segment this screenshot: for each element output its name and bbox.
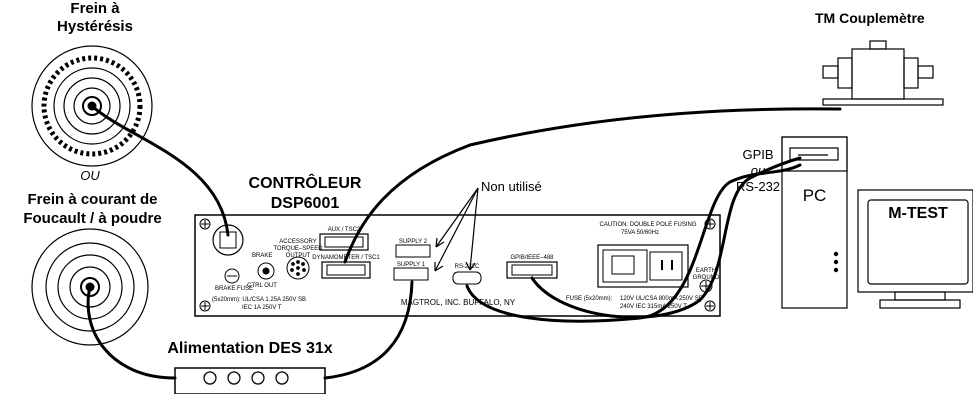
hysteresis-brake-title-line1: Frein à [70, 0, 120, 17]
panel-accessory-label-1: ACCESSORY [279, 239, 317, 245]
controller-title: CONTRÔLEUR DSP6001 [240, 174, 370, 214]
panel-gpib-label: GPIB/IEEE–488 [510, 255, 554, 261]
panel-supply2-label: SUPPLY 2 [399, 239, 428, 245]
torque-meter-drawing [822, 40, 944, 106]
pc-tower-drawing [781, 136, 848, 309]
power-supply-box [174, 367, 326, 394]
eddy-current-brake-drawing [31, 228, 149, 346]
mtest-label: M-TEST [888, 205, 948, 222]
panel-fuse-right-1: 120V UL/CSA 800mA 250V SB [620, 296, 703, 302]
torque-meter-cable [343, 107, 842, 264]
pc-interface-labels: GPIB ou RS-232 [734, 147, 782, 195]
panel-fuse-right-2: 240V IEC 315mA 250V T [620, 304, 687, 310]
pc-label: PC [802, 186, 827, 205]
panel-dyno-tsc1-label: DYNAMOMETER / TSC1 [312, 255, 380, 261]
panel-caution-label-1: CAUTION: DOUBLE POLE FUSING [599, 222, 696, 228]
panel-accessory-label-3: OUTPUT [286, 253, 311, 259]
controller-title-line2: DSP6001 [270, 195, 340, 212]
panel-ctrl-out-label: CTRL OUT [247, 283, 277, 289]
or-label: OU [80, 168, 100, 183]
panel-earth-label-2: GROUND [693, 275, 720, 281]
panel-fuse-spec-2: IEC 1A 250V T [242, 305, 282, 311]
eddy-brake-title-line1: Frein à courant de [27, 191, 158, 208]
panel-brake-fuse-label: BRAKE FUSE [215, 286, 253, 292]
gpib-label: GPIB [742, 147, 774, 162]
eddy-brake-cable [86, 285, 177, 380]
hysteresis-brake-drawing [31, 45, 153, 167]
unused-pointer-arrows [434, 187, 479, 272]
torque-meter-title: TM Couplemètre [815, 10, 925, 26]
panel-fuse-spec-1: (5x20mm): UL/CSA 1.25A 250V SB [212, 297, 306, 303]
hysteresis-brake-title: Frein à Hystérésis [40, 0, 150, 36]
or-small-label: ou [750, 163, 766, 178]
rs232-label: RS-232 [735, 179, 781, 194]
panel-small-text: BRAKE CTRL OUT ACCESSORY TORQUE–SPEED OU… [212, 222, 720, 311]
power-supply-title: Alimentation DES 31x [167, 340, 333, 357]
panel-caution-label-2: 75VA 50/60Hz [621, 230, 659, 236]
panel-brake-label: BRAKE [252, 253, 272, 259]
eddy-brake-title-line2: Foucault / à poudre [23, 210, 162, 227]
unused-label: Non utilisé [481, 179, 542, 194]
cables [86, 104, 842, 380]
gpib-cable [530, 156, 802, 319]
rs232-cable [465, 163, 802, 323]
supply1-cable [323, 280, 414, 380]
controller-title-line1: CONTRÔLEUR [248, 175, 362, 192]
hysteresis-brake-title-line2: Hystérésis [57, 18, 133, 35]
panel-accessory-label-2: TORQUE–SPEED [273, 246, 323, 252]
panel-fuse-right-prefix: FUSE (5x20mm): [566, 296, 613, 302]
hysteresis-brake-cable [90, 104, 230, 237]
panel-supply1-label: SUPPLY 1 [397, 262, 426, 268]
power-supply-terminals [203, 371, 289, 385]
panel-earth-label-1: EARTH [696, 268, 716, 274]
panel-maker-label: MAGTROL, INC. BUFFALO, NY [401, 298, 516, 307]
panel-rs232c-label: RS-232C [455, 264, 480, 270]
monitor-drawing [857, 189, 973, 309]
panel-aux-tsc2-label: AUX / TSC2 [328, 227, 361, 233]
eddy-brake-title: Frein à courant de Foucault / à poudre [0, 190, 185, 228]
